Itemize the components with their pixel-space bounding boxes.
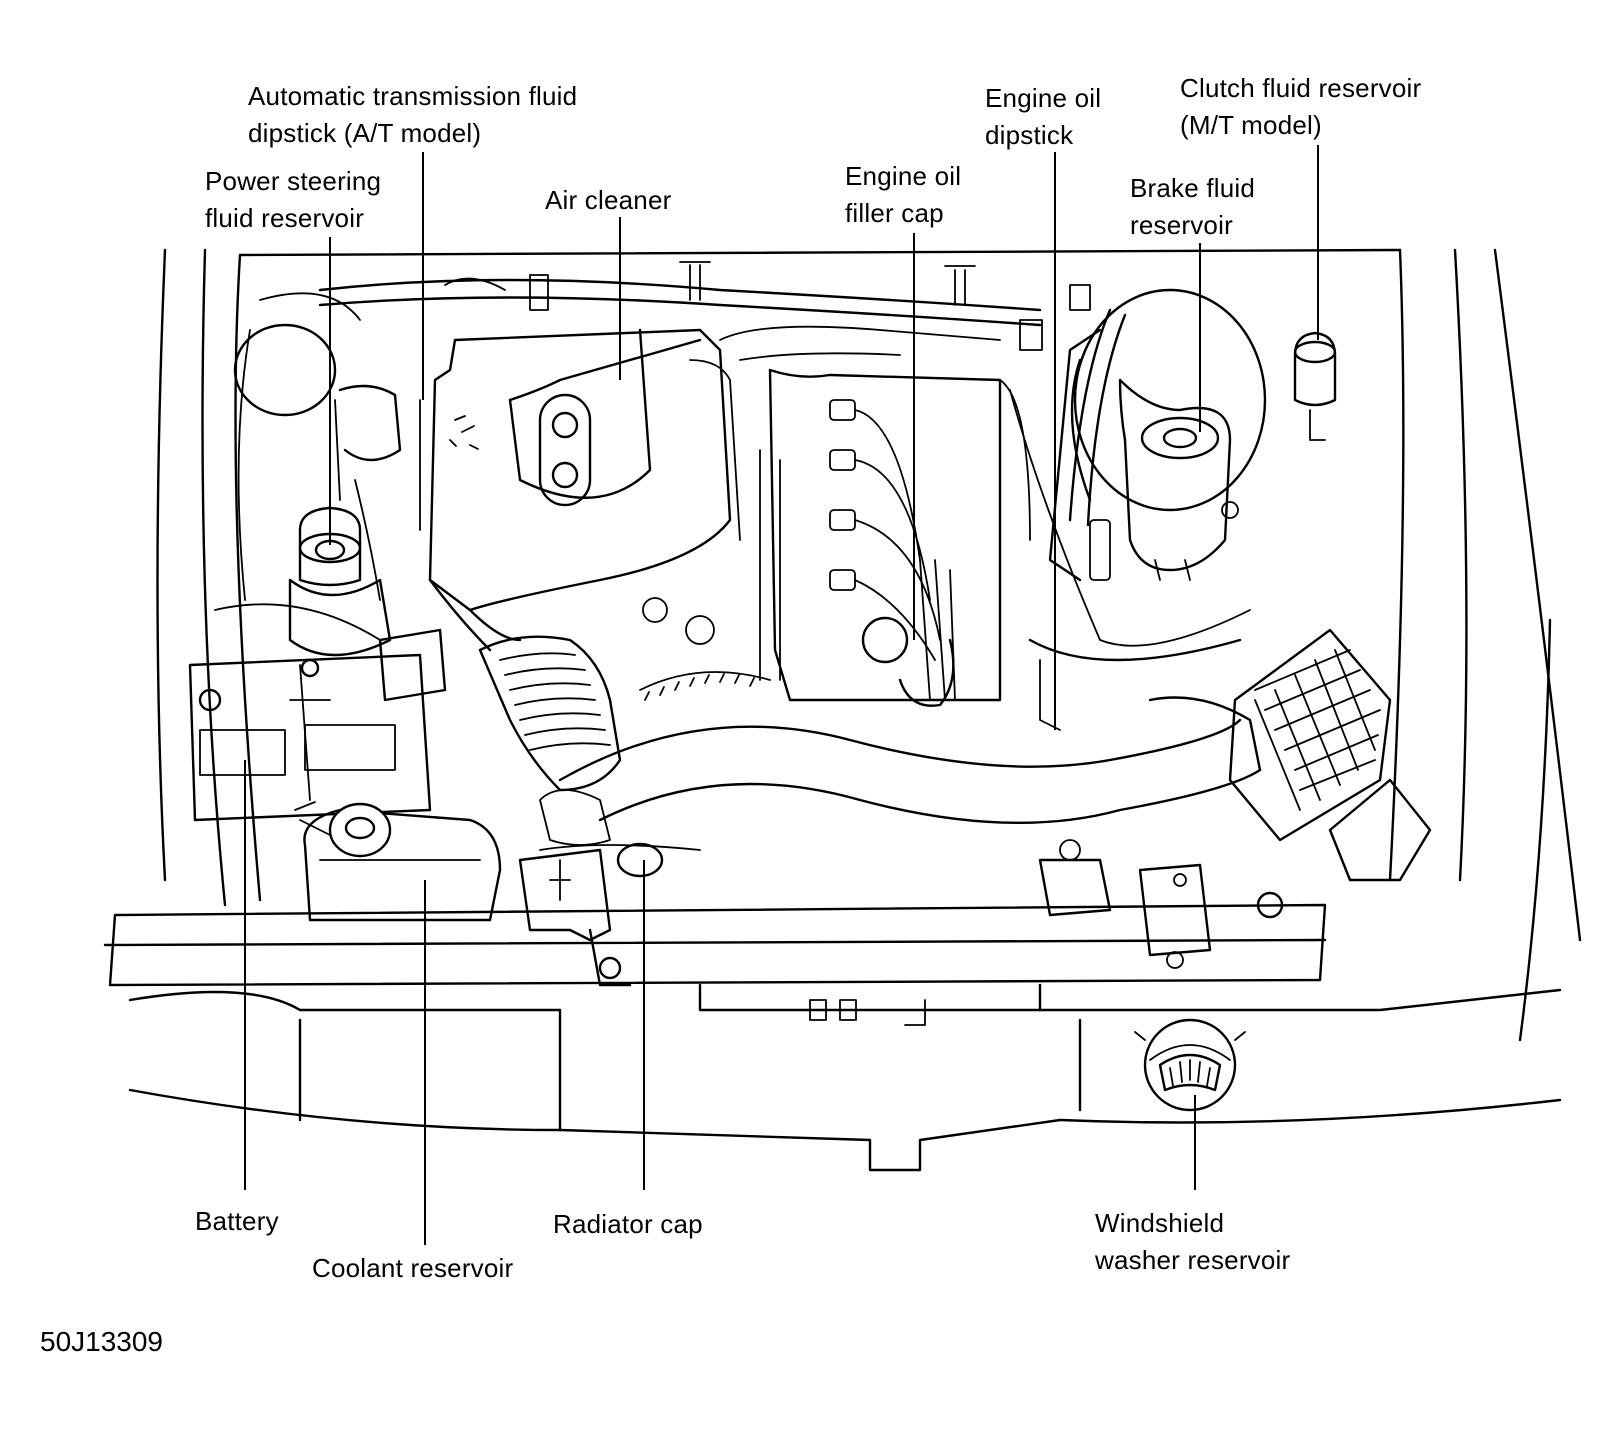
body-outline: [103, 248, 1582, 1172]
left-hoses: [233, 292, 421, 601]
battery-shape: [188, 603, 447, 822]
label-engine-oil-filler-cap: Engine oil filler cap: [845, 161, 962, 228]
upper-radiator-hose: [539, 696, 1262, 846]
power-steering-reservoir: [288, 399, 392, 657]
label-engine-oil-dipstick: Engine oil dipstick: [985, 83, 1102, 150]
leader-lines: [244, 145, 1319, 1245]
firewall-hoses: [318, 261, 1091, 351]
label-air-cleaner: Air cleaner: [545, 185, 672, 215]
engine-block: [639, 325, 1002, 707]
right-bracket: [1038, 839, 1284, 969]
figure-code: 50J13309: [40, 1326, 164, 1357]
washer-reservoir-cap: [1134, 1018, 1246, 1112]
label-power-steering-reservoir: Power steering fluid reservoir: [205, 166, 382, 233]
right-hoses: [999, 308, 1251, 731]
brake-booster: [1048, 288, 1267, 582]
label-atf-dipstick: Automatic transmission fluid dipstick (A…: [248, 81, 578, 148]
clutch-reservoir-shape: [1293, 331, 1337, 441]
coolant-reservoir-shape: [294, 801, 502, 922]
label-windshield-washer-reservoir: Windshield washer reservoir: [1095, 1208, 1291, 1275]
air-cleaner-housing: [428, 328, 741, 792]
label-clutch-fluid-reservoir: Clutch fluid reservoir (M/T model): [1180, 73, 1422, 140]
label-battery: Battery: [195, 1206, 279, 1236]
radiator-cap-shape: [518, 842, 701, 987]
intercooler: [1228, 628, 1432, 882]
label-brake-fluid-reservoir: Brake fluid reservoir: [1130, 173, 1256, 240]
label-radiator-cap: Radiator cap: [553, 1209, 703, 1239]
label-coolant-reservoir: Coolant reservoir: [312, 1253, 514, 1283]
